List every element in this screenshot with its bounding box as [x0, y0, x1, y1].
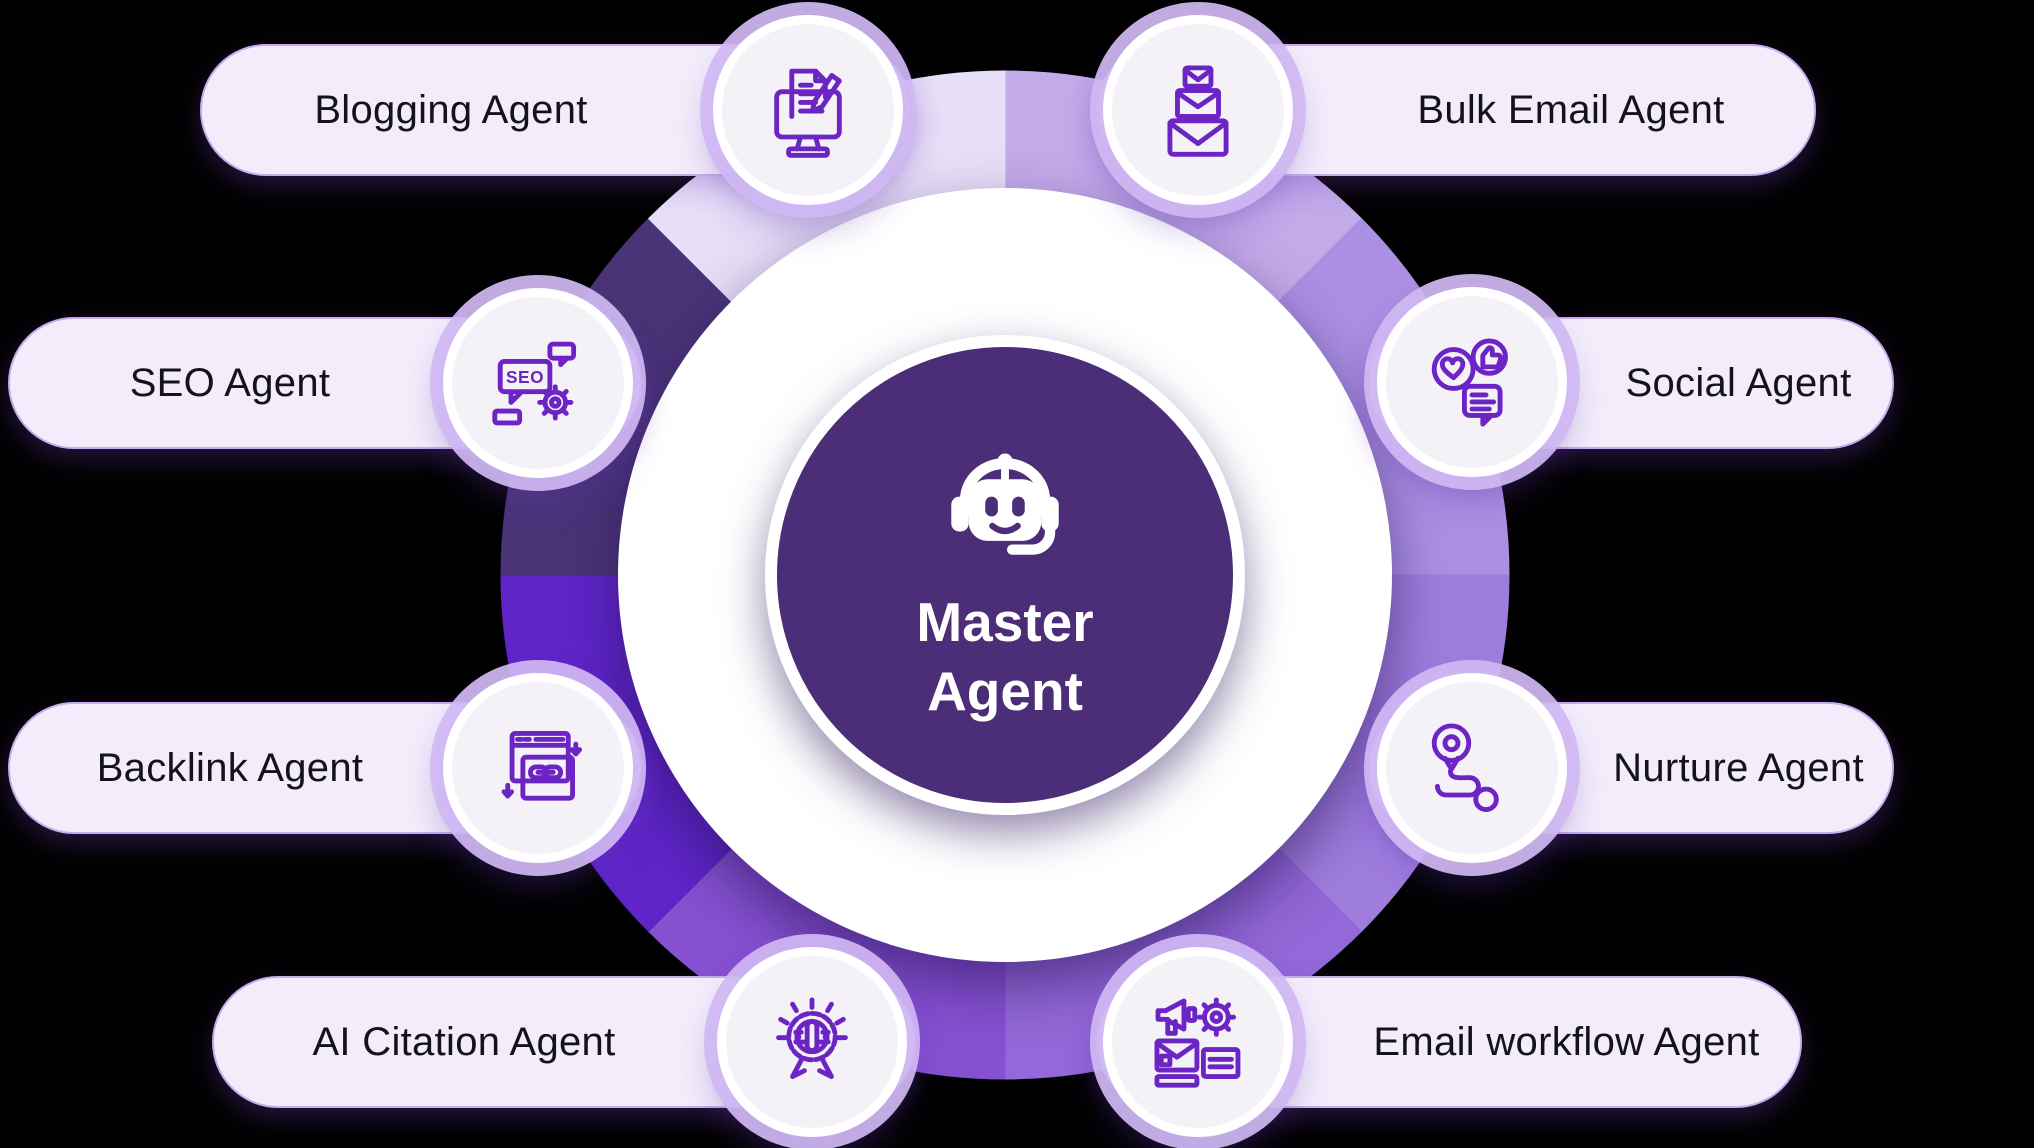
robot-headset-icon	[951, 453, 1059, 555]
email-workflow-agent-label: Email workflow Agent	[1373, 1019, 1760, 1064]
ai-citation-agent-label: AI Citation Agent	[312, 1019, 616, 1064]
blogging-icon	[713, 15, 903, 205]
nurture-agent-label: Nurture Agent	[1613, 745, 1864, 790]
bulk-email-icon	[1103, 15, 1293, 205]
email-workflow-icon	[1103, 947, 1293, 1137]
social-icon	[1377, 287, 1567, 477]
master-agent-circle: Master Agent	[765, 335, 1245, 815]
nurture-icon	[1377, 673, 1567, 863]
seo-agent-label: SEO Agent	[129, 360, 331, 405]
backlink-agent-label: Backlink Agent	[96, 745, 364, 790]
social-agent-label: Social Agent	[1625, 360, 1852, 405]
svg-text:SEO: SEO	[506, 367, 544, 387]
backlink-icon	[443, 673, 633, 863]
blogging-agent-label: Blogging Agent	[314, 87, 588, 132]
master-agent-label: Master Agent	[916, 591, 1094, 722]
seo-icon: SEO	[443, 288, 633, 478]
ai-citation-icon	[717, 947, 907, 1137]
bulk-email-agent-label: Bulk Email Agent	[1417, 87, 1725, 132]
